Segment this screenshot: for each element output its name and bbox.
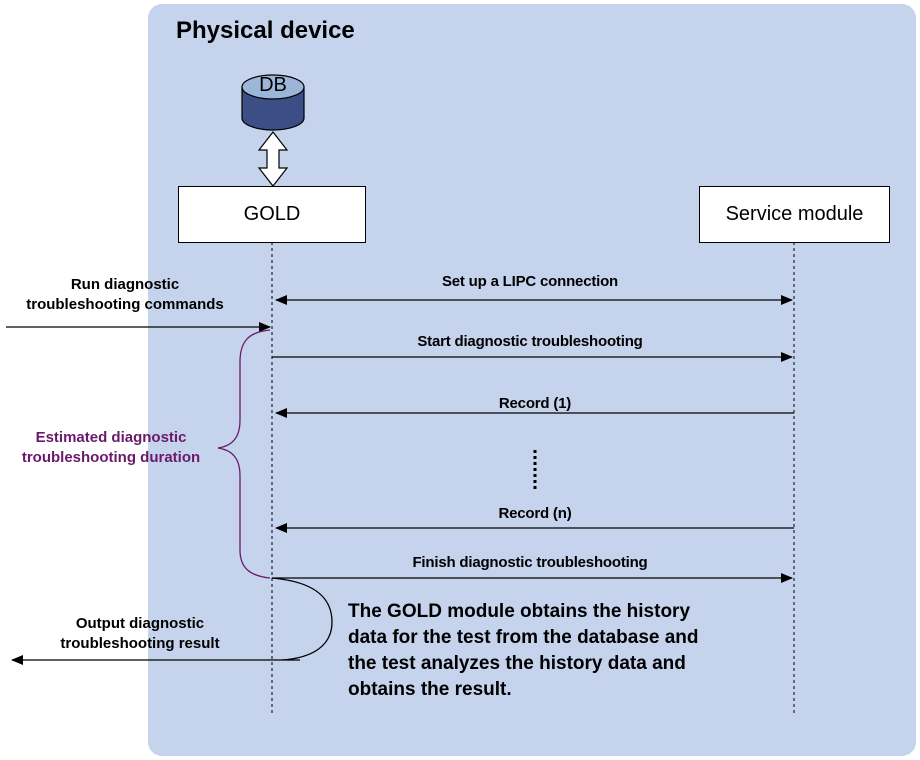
db-label: DB (259, 74, 287, 96)
panel-title: Physical device (176, 17, 355, 44)
estimated-duration-line2: troubleshooting duration (21, 449, 201, 466)
output-result-line1: Output diagnostic (75, 615, 205, 632)
service-module-box: Service module (699, 186, 890, 243)
run-commands-text: Run diagnostic troubleshooting commands (0, 275, 250, 315)
gold-analysis-note: The GOLD module obtains the history data… (348, 601, 699, 700)
finish-label: Finish diagnostic troubleshooting (412, 554, 648, 571)
estimated-duration-line1: Estimated diagnostic (35, 429, 187, 446)
gold-box: GOLD (178, 186, 366, 243)
database-icon (241, 74, 305, 131)
run-commands-line2: troubleshooting commands (26, 296, 224, 313)
output-result-text: Output diagnostic troubleshooting result (20, 614, 260, 654)
service-module-label: Service module (725, 203, 864, 225)
start-label: Start diagnostic troubleshooting (417, 333, 643, 350)
lipc-label: Set up a LIPC connection (441, 273, 619, 290)
recordn-label: Record (n) (498, 505, 572, 522)
estimated-duration-text: Estimated diagnostic troubleshooting dur… (6, 428, 216, 468)
duration-brace (217, 329, 271, 579)
processing-loop-curve (271, 577, 333, 661)
gold-label: GOLD (243, 203, 301, 225)
run-commands-line1: Run diagnostic (70, 276, 180, 293)
record1-label: Record (1) (498, 395, 572, 412)
output-result-line2: troubleshooting result (60, 635, 220, 652)
db-gold-link-arrow (257, 131, 289, 187)
